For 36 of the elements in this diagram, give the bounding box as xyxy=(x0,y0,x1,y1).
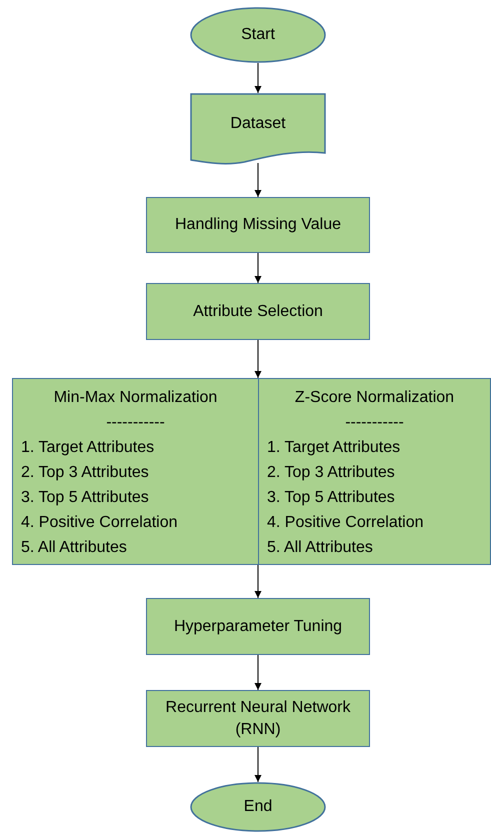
list-item: 5. All Attributes xyxy=(21,538,127,558)
separator-text: ----------- xyxy=(106,413,165,433)
arrow xyxy=(254,746,262,782)
terminal-ellipse xyxy=(190,7,326,63)
list-item: 1. Target Attributes xyxy=(21,438,154,458)
process-box xyxy=(146,598,370,655)
node-label: Recurrent Neural Network (RNN) xyxy=(164,698,352,740)
arrow xyxy=(254,162,262,198)
panel-heading: Min-Max Normalization xyxy=(54,388,218,408)
node-label: End xyxy=(242,797,274,817)
document-shape xyxy=(190,93,326,165)
node-label: Attribute Selection xyxy=(192,302,324,322)
process-box xyxy=(146,197,370,253)
list-item: 2. Top 3 Attributes xyxy=(267,463,395,483)
list-item: 2. Top 3 Attributes xyxy=(21,463,149,483)
panel-heading: Z-Score Normalization xyxy=(294,388,454,408)
arrow xyxy=(254,252,262,284)
list-item: 3. Top 5 Attributes xyxy=(21,488,149,508)
arrow xyxy=(254,564,262,598)
arrow xyxy=(254,654,262,690)
arrow xyxy=(254,340,262,378)
node-label: Handling Missing Value xyxy=(174,215,342,235)
node-label: Start xyxy=(240,25,276,45)
list-item: 1. Target Attributes xyxy=(267,438,400,458)
process-box xyxy=(146,690,370,747)
list-item: 5. All Attributes xyxy=(267,538,373,558)
list-item: 3. Top 5 Attributes xyxy=(267,488,395,508)
process-box xyxy=(146,283,370,340)
arrow xyxy=(254,62,262,94)
node-label: Hyperparameter Tuning xyxy=(172,616,344,636)
split-box xyxy=(12,378,491,565)
separator-text: ----------- xyxy=(345,413,404,433)
list-item: 4. Positive Correlation xyxy=(267,513,424,533)
terminal-ellipse xyxy=(190,782,326,832)
node-label: Dataset xyxy=(229,114,287,134)
list-item: 4. Positive Correlation xyxy=(21,513,178,533)
